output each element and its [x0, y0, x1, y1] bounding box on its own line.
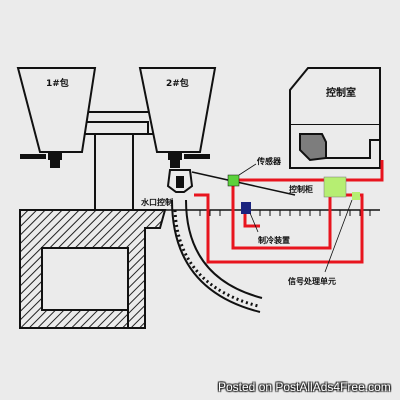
signal-wiring — [194, 160, 384, 264]
control-cabinet-label: 控制柜 — [289, 184, 313, 194]
sensor-label: 传感器 — [256, 156, 282, 166]
signal-unit-label: 信号处理单元 — [288, 276, 336, 286]
watermark: Posted on PostAllAds4Free.com — [218, 380, 391, 394]
ground-ticks — [199, 210, 371, 216]
signal-unit-box — [352, 192, 360, 200]
ladle-1-label: 1#包 — [46, 77, 69, 89]
sensor-box — [227, 174, 240, 187]
cooling-device-label: 制冷装置 — [258, 235, 290, 245]
cooling-device-box — [241, 202, 251, 214]
ladle-1 — [16, 67, 97, 168]
ladle-2 — [138, 67, 217, 168]
label-group: 1#包 2#包 控制室 传感器 控制柜 水口控制 制冷装置 信号处理单元 — [46, 77, 356, 286]
ladle-2-label: 2#包 — [166, 77, 189, 89]
control-room-label: 控制室 — [326, 86, 356, 99]
control-cabinet-box — [323, 176, 347, 198]
leader-lines — [238, 163, 353, 273]
nozzle — [166, 169, 194, 193]
support-frame — [19, 209, 167, 329]
nozzle-control-label: 水口控制 — [140, 197, 173, 207]
curved-strand — [171, 199, 263, 313]
sensor-cable — [191, 171, 296, 196]
control-room — [289, 67, 381, 169]
